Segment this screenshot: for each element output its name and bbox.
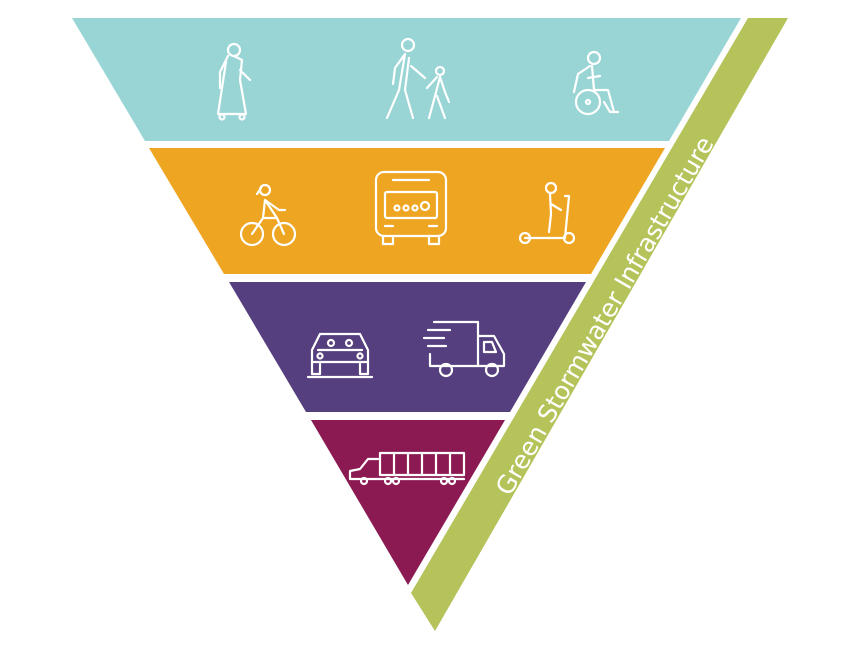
semi-truck-icon — [348, 451, 466, 486]
tier-freight — [311, 420, 505, 585]
walking-woman-icon — [216, 42, 252, 121]
adult-child-walking-icon — [385, 37, 451, 120]
car-icon — [306, 332, 374, 379]
delivery-truck-icon — [422, 320, 506, 378]
cyclist-icon — [239, 183, 297, 247]
tier-cars-delivery — [229, 282, 586, 412]
scooter-icon — [518, 181, 576, 245]
green-infrastructure-band — [411, 18, 788, 631]
wheelchair-user-icon — [572, 50, 620, 116]
bus-icon — [374, 170, 448, 246]
